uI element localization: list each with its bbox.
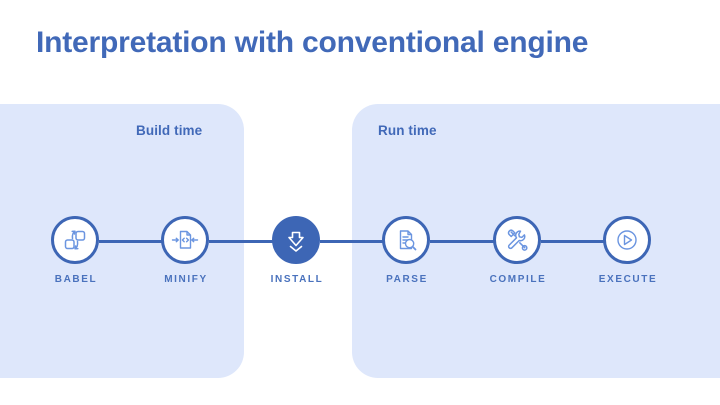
pipeline-step-minify-label: MINIFY [164, 274, 208, 285]
wrench-screwdriver-icon [503, 226, 531, 254]
transform-squares-icon [61, 226, 89, 254]
pipeline-step-babel-label: BABEL [54, 274, 98, 285]
pipeline-step-compile-circle[interactable] [493, 216, 541, 264]
connector-minify-install [209, 240, 275, 243]
code-document-compress-icon [170, 226, 200, 254]
connector-compile-execute [541, 240, 607, 243]
pipeline-step-babel[interactable]: BABEL [51, 216, 101, 285]
connector-parse-compile [430, 240, 496, 243]
pipeline-step-minify[interactable]: MINIFY [161, 216, 211, 285]
pipeline-step-execute-label: EXECUTE [598, 274, 658, 285]
connector-babel-minify [99, 240, 165, 243]
pipeline-step-parse-circle[interactable] [382, 216, 430, 264]
pipeline-step-babel-circle[interactable] [51, 216, 99, 264]
pipeline-step-install-circle[interactable] [272, 216, 320, 264]
pipeline-step-execute[interactable]: EXECUTE [599, 216, 656, 285]
pipeline-step-minify-circle[interactable] [161, 216, 209, 264]
pipeline-step-install[interactable]: INSTALL [271, 216, 322, 285]
download-arrow-icon [283, 227, 309, 253]
pipeline-step-install-label: INSTALL [270, 274, 324, 285]
document-magnifier-icon [392, 226, 420, 254]
play-circle-icon [613, 226, 641, 254]
pipeline-step-compile-label: COMPILE [489, 274, 547, 285]
pipeline-step-parse[interactable]: PARSE [382, 216, 432, 285]
page-title: Interpretation with conventional engine [36, 26, 589, 59]
connector-install-parse [320, 240, 386, 243]
pipeline-step-execute-circle[interactable] [603, 216, 651, 264]
phase-label-build: Build time [136, 123, 203, 138]
pipeline-step-parse-label: PARSE [386, 274, 428, 285]
phase-label-run: Run time [378, 123, 437, 138]
pipeline-step-compile[interactable]: COMPILE [490, 216, 545, 285]
